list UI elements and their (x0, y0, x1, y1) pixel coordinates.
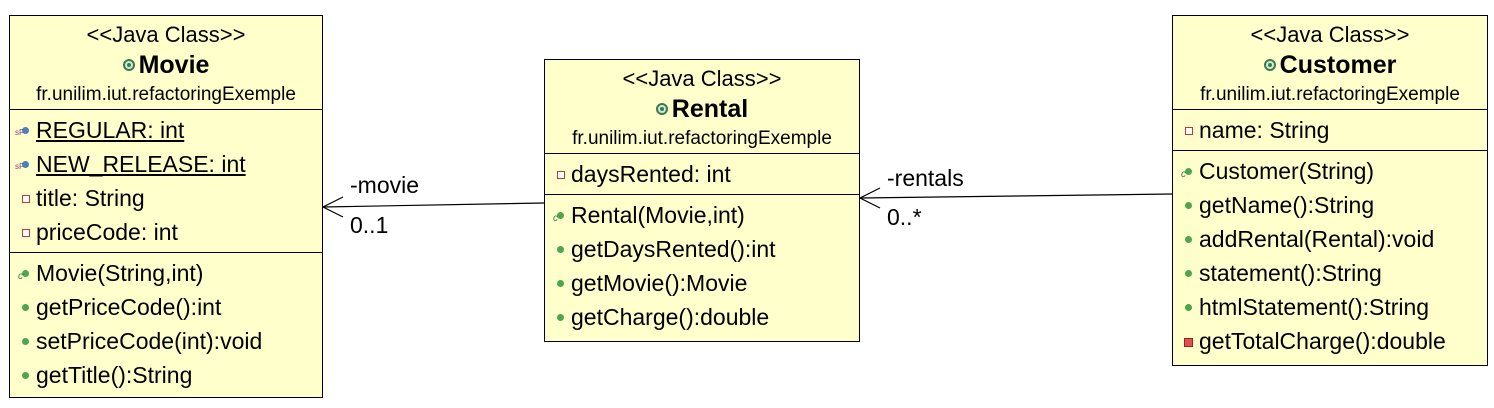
constructor-icon (18, 260, 34, 294)
method-row[interactable]: Rental(Movie,int) (553, 198, 859, 236)
field-row[interactable]: daysRented: int (553, 157, 859, 191)
public-method-icon (18, 299, 34, 315)
rentals-role-label: -rentals (887, 165, 964, 191)
class-icon (1263, 59, 1276, 71)
class-header: <<Java Class>> Movie fr.unilim.iut.refac… (10, 16, 322, 110)
movie-multiplicity-label: 0..1 (350, 212, 389, 238)
field-row[interactable]: NEW_RELEASE: int (15, 147, 322, 184)
methods-compartment: Movie(String,int) getPriceCode():int set… (10, 252, 322, 395)
private-field-icon (18, 190, 34, 206)
static-final-field-icon (15, 116, 34, 150)
method-row[interactable]: addRental(Rental):void (1181, 222, 1487, 256)
field-row[interactable]: REGULAR: int (15, 113, 322, 150)
fields-compartment: daysRented: int (545, 154, 859, 194)
constructor-icon (1181, 158, 1197, 192)
class-name: Customer (1173, 49, 1487, 81)
method-row[interactable]: Movie(String,int) (18, 256, 322, 294)
method-row[interactable]: setPriceCode(int):void (18, 324, 322, 358)
method-row[interactable]: getTotalCharge():double (1181, 324, 1487, 358)
method-row[interactable]: getDaysRented():int (553, 232, 859, 266)
class-movie[interactable]: <<Java Class>> Movie fr.unilim.iut.refac… (9, 15, 323, 398)
constructor-icon (553, 202, 569, 236)
class-name: Movie (10, 49, 322, 81)
movie-role-label: -movie (350, 172, 420, 198)
field-row[interactable]: name: String (1181, 113, 1487, 147)
package-name: fr.unilim.iut.refactoringExemple (572, 128, 832, 149)
methods-compartment: Customer(String) getName():String addRen… (1173, 150, 1487, 361)
public-method-icon (1181, 265, 1197, 281)
class-customer[interactable]: <<Java Class>> Customer fr.unilim.iut.re… (1172, 15, 1488, 366)
class-rental[interactable]: <<Java Class>> Rental fr.unilim.iut.refa… (544, 59, 860, 342)
public-method-icon (553, 275, 569, 291)
public-method-icon (18, 333, 34, 349)
private-field-icon (1181, 122, 1197, 138)
private-field-icon (18, 224, 34, 240)
fields-compartment: REGULAR: int NEW_RELEASE: int title: Str… (10, 110, 322, 252)
stereotype: <<Java Class>> (1250, 22, 1410, 47)
private-field-icon (553, 166, 569, 182)
method-row[interactable]: getName():String (1181, 188, 1487, 222)
method-row[interactable]: statement():String (1181, 256, 1487, 290)
method-row[interactable]: Customer(String) (1181, 154, 1487, 192)
fields-compartment: name: String (1173, 110, 1487, 150)
package-name: fr.unilim.iut.refactoringExemple (1200, 84, 1460, 105)
public-method-icon (553, 309, 569, 325)
method-row[interactable]: getCharge():double (553, 300, 859, 334)
method-row[interactable]: getMovie():Movie (553, 266, 859, 300)
association-customer-rental (858, 187, 1173, 209)
stereotype: <<Java Class>> (86, 22, 246, 47)
package-name: fr.unilim.iut.refactoringExemple (36, 84, 296, 105)
class-header: <<Java Class>> Customer fr.unilim.iut.re… (1173, 16, 1487, 110)
methods-compartment: Rental(Movie,int) getDaysRented():int ge… (545, 194, 859, 337)
class-icon (122, 59, 135, 71)
public-method-icon (1181, 299, 1197, 315)
class-name: Rental (545, 93, 859, 125)
field-row[interactable]: priceCode: int (18, 215, 322, 249)
private-method-icon (1181, 333, 1197, 349)
public-method-icon (18, 367, 34, 383)
method-row[interactable]: getTitle():String (18, 358, 322, 392)
field-row[interactable]: title: String (18, 181, 322, 215)
public-method-icon (553, 241, 569, 257)
association-rental-movie (321, 196, 545, 218)
class-icon (655, 103, 668, 115)
rentals-multiplicity-label: 0..* (887, 204, 922, 230)
stereotype: <<Java Class>> (622, 66, 782, 91)
static-final-field-icon (15, 150, 34, 184)
class-header: <<Java Class>> Rental fr.unilim.iut.refa… (545, 60, 859, 154)
method-row[interactable]: htmlStatement():String (1181, 290, 1487, 324)
public-method-icon (1181, 231, 1197, 247)
public-method-icon (1181, 197, 1197, 213)
method-row[interactable]: getPriceCode():int (18, 290, 322, 324)
